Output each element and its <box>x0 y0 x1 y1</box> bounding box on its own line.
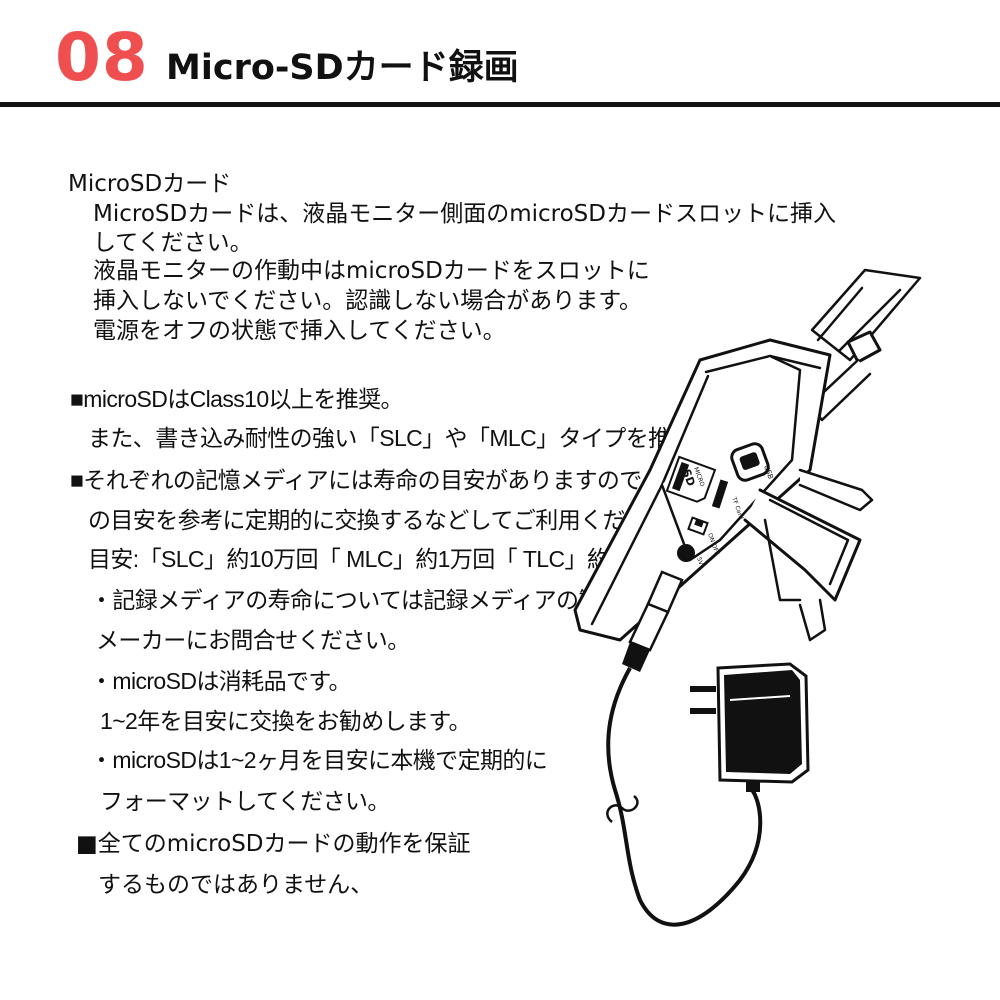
note-line: 目安:「SLC」約10万回「 MLC」約1万回「 TLC」約1000回 <box>88 546 681 572</box>
microsd-card-icon <box>665 455 717 503</box>
note-line: ■それぞれの記憶メディアには寿命の目安がありますので、下記 <box>70 467 709 493</box>
note-line: ・microSDは消耗品です。 <box>90 668 351 694</box>
intro-line: MicroSDカードは、液晶モニター側面のmicroSDカードスロットに挿入 <box>93 201 836 227</box>
note-line: するものではありません、 <box>98 872 374 898</box>
power-label: 5V <box>695 556 705 567</box>
intro-line: 挿入しないでください。認識しない場合があります。 <box>93 288 643 314</box>
note-line: の目安を参考に定期的に交換するなどしてご利用ください。 <box>88 507 693 533</box>
usb-port-icon <box>730 442 770 482</box>
section-title: Micro-SDカード録画 <box>166 48 519 88</box>
intro-line: してください。 <box>93 230 253 256</box>
note-line: 1~2年を目安に交換をお勧めします。 <box>100 708 472 734</box>
note-line: ■全てのmicroSDカードの動作を保証 <box>76 831 471 857</box>
ac-adapter-icon <box>690 662 810 792</box>
note-line: ■microSDはClass10以上を推奨。 <box>70 386 404 412</box>
power-switch-icon <box>687 516 709 536</box>
power-jack-icon <box>677 544 695 562</box>
power-plug-icon <box>622 570 684 672</box>
note-line: ・記録メディアの寿命については記録メディアの製造 <box>90 587 624 613</box>
intro-line: 液晶モニターの作動中はmicroSDカードをスロットに <box>93 258 650 284</box>
power-cable <box>606 667 763 927</box>
section-number: 08 <box>55 19 149 96</box>
monitor-side-illustration: USB TF Card SD MICRO ON OFF 5V <box>573 268 922 927</box>
note-line: メーカーにお問合せください。 <box>96 627 410 653</box>
intro-line: 電源をオフの状態で挿入してください。 <box>93 318 506 344</box>
note-line: ・microSDは1~2ヶ月を目安に本機で定期的に <box>90 747 548 773</box>
sd-card-slot-icon <box>711 479 729 509</box>
intro-heading: MicroSDカード <box>68 171 232 197</box>
note-line: フォーマットしてください。 <box>100 788 390 814</box>
sd-card-label: SD <box>680 467 698 487</box>
header-divider <box>0 102 1000 107</box>
